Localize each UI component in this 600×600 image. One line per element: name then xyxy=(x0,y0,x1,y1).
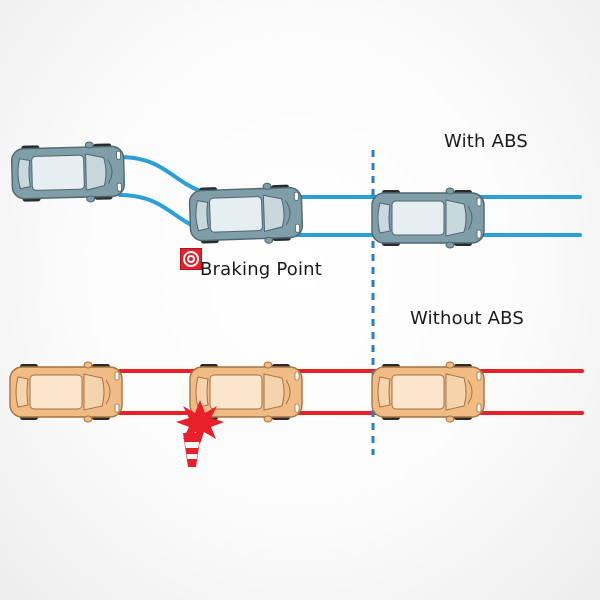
target-icon xyxy=(180,248,202,270)
without-abs-label: Without ABS xyxy=(410,308,525,329)
car-without-abs-end xyxy=(371,361,485,423)
with-abs-tracks xyxy=(118,155,582,237)
with-abs-label: With ABS xyxy=(444,131,528,152)
braking-point-label: Braking Point xyxy=(200,259,323,280)
car-with-abs-end xyxy=(371,187,485,249)
traffic-cone-icon xyxy=(183,433,201,467)
car-with-abs-start xyxy=(10,140,126,205)
car-without-abs-start xyxy=(9,361,123,423)
car-without-abs-braking xyxy=(189,361,303,423)
car-with-abs-braking xyxy=(188,181,304,247)
